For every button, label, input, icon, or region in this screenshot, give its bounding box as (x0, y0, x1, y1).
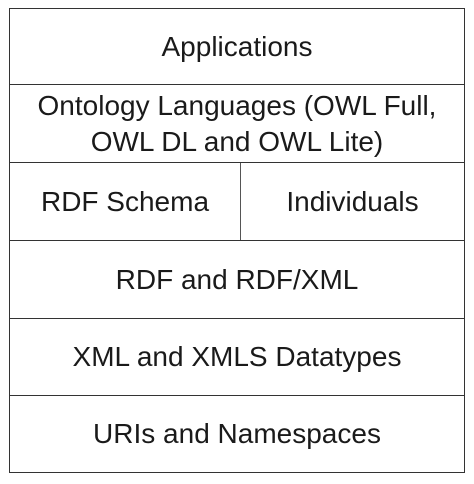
layer-individuals-label: Individuals (286, 185, 419, 217)
layer-xml-datatypes: XML and XMLS Datatypes (10, 319, 464, 396)
layer-schema-individuals: RDF Schema Individuals (10, 163, 464, 241)
layer-uris-namespaces-label: URIs and Namespaces (93, 418, 381, 449)
ontology-label-line-2: OWL DL and OWL Lite) (90, 125, 384, 157)
layer-applications-label: Applications (161, 30, 313, 62)
layer-stack-diagram: Applications Ontology Languages (OWL Ful… (9, 8, 465, 473)
layer-rdf-xml-label: RDF and RDF/XML (115, 263, 359, 295)
layer-uris-namespaces: URIs and Namespaces (10, 396, 464, 472)
layer-ontology-languages: Ontology Languages (OWL Full, OWL DL and… (10, 85, 464, 163)
layer-applications: Applications (10, 9, 464, 85)
layer-rdf-xml: RDF and RDF/XML (10, 241, 464, 319)
layer-rdf-schema-label: RDF Schema (40, 185, 210, 217)
ontology-label-line-1: Ontology Languages (OWL Full, (37, 89, 437, 121)
layer-individuals: Individuals (241, 163, 464, 240)
layer-xml-datatypes-label: XML and XMLS Datatypes (72, 341, 402, 372)
layer-ontology-languages-label: Ontology Languages (OWL Full, OWL DL and… (38, 88, 437, 160)
layer-rdf-schema: RDF Schema (10, 163, 241, 240)
